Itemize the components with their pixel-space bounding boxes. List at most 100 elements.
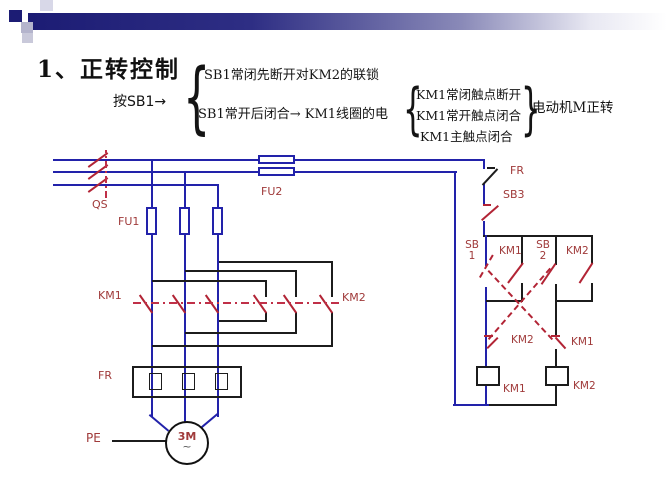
decor-square-lavender (21, 22, 33, 33)
km1-nc-label: KM1 (571, 336, 594, 348)
motor-phase-symbol: ~ (182, 440, 192, 453)
sb3-tick (483, 204, 491, 206)
km2-loop-bottom-3 (219, 320, 267, 322)
decor-square-navy (9, 10, 22, 22)
power-line-l2 (53, 171, 457, 173)
decor-square-gray (22, 33, 33, 43)
fr-nc-contact (481, 168, 499, 186)
fu2-fuse-2 (258, 167, 295, 176)
sb2-branch-seg1 (555, 235, 557, 265)
km2-branch-upper-1 (265, 280, 267, 297)
ctrl-return-vertical (454, 171, 456, 406)
branch1-line2: SB1常开后闭合→ KM1线圈的电 (198, 107, 389, 122)
fr-ctrl-label: FR (510, 164, 524, 177)
result-text: 电动机M正转 (532, 100, 614, 116)
page-title: 1、正转控制 (37, 56, 181, 83)
km2-loop-top-2 (185, 270, 297, 272)
km1-aux-label: KM1 (499, 245, 522, 257)
fr-main-label: FR (98, 369, 112, 382)
fr-heater-3 (215, 373, 228, 390)
sb2-branch-seg2 (555, 284, 557, 302)
fu1-fuse-3 (212, 207, 223, 235)
ctrl-feed-seg2 (483, 184, 485, 205)
sb1-label-num: 1 (468, 250, 476, 263)
km2-branch-lower-1 (265, 312, 267, 322)
fu2-label: FU2 (261, 185, 283, 198)
motor-label: 3M (177, 430, 197, 443)
km2-loop-top-1 (152, 280, 267, 282)
decor-square-light (40, 0, 53, 11)
motor-lead-3 (217, 398, 219, 417)
motor-lead-diag-1 (148, 414, 170, 432)
km2-branch-lower-2 (295, 312, 297, 334)
sb2-branch-seg3 (555, 301, 557, 335)
ctrl-bottom-black (489, 404, 557, 406)
ctrl-join-right (556, 300, 593, 302)
sb3-label: SB3 (503, 188, 525, 201)
fr-nc-tick (487, 167, 495, 169)
sb1-branch-seg2 (485, 287, 487, 366)
km1-nc-contact (554, 336, 567, 350)
km2-aux-contact (578, 262, 594, 284)
ctrl-join-left (486, 300, 523, 302)
qs-linkage-line (105, 150, 107, 198)
close-brace-2: } (521, 77, 541, 142)
sb3-contact (481, 205, 499, 221)
fr-heater-1 (149, 373, 162, 390)
ctrl-feed-seg3 (483, 221, 485, 237)
motor-lead-2 (184, 398, 186, 424)
km2-main-contact-3 (318, 294, 334, 314)
sb2-label-prefix: SB (536, 239, 550, 251)
fr-relay-box (132, 366, 242, 398)
km2-coil (545, 366, 569, 386)
branch2-line1: KM1常闭触点断开 (416, 87, 522, 102)
km2-main-contact-2 (282, 294, 298, 314)
km1-main-label: KM1 (98, 289, 122, 302)
km2-aux-label: KM2 (566, 245, 589, 257)
power-line-l3 (53, 184, 219, 186)
branch2-line3: KM1主触点闭合 (420, 129, 513, 144)
km2-loop-top-3 (219, 261, 333, 263)
motor-lead-1 (151, 398, 153, 417)
trigger-text: 按SB1→ (113, 94, 167, 110)
km1-aux-contact (507, 262, 524, 284)
sb1-label-prefix: SB (465, 239, 479, 251)
phase1-vertical (151, 159, 153, 400)
phase2-vertical (184, 171, 186, 400)
branch2-line2: KM1常开触点闭合 (416, 108, 522, 123)
km2aux-branch-upper (591, 235, 593, 264)
km2-branch-upper-3 (331, 261, 333, 297)
qs-label: QS (92, 198, 108, 211)
sb2-label-num: 2 (539, 250, 547, 263)
sb2-branch-seg4 (555, 349, 557, 366)
km2aux-branch-lower (591, 283, 593, 302)
km2-loop-bottom-1 (152, 345, 333, 347)
km1-coil (476, 366, 500, 386)
sb2-branch-seg5 (555, 386, 557, 406)
sb1-branch-seg3 (485, 386, 487, 405)
km1-coil-label: KM1 (503, 383, 526, 395)
km2-nc-tick (484, 335, 493, 337)
km2-nc-label: KM2 (511, 334, 534, 346)
fu2-fuse-1 (258, 155, 295, 164)
branch1-line1: SB1常闭先断开对KM2的联锁 (204, 68, 380, 83)
open-brace-1: { (183, 53, 211, 143)
km2-branch-lower-3 (331, 312, 333, 347)
km2-branch-upper-2 (295, 270, 297, 297)
title-gradient-bar (28, 13, 667, 30)
fu1-fuse-2 (179, 207, 190, 235)
open-brace-2: { (403, 77, 423, 142)
km2-main-contact-1 (252, 294, 268, 314)
ctrl-top-rail (483, 235, 593, 237)
pe-label: PE (86, 431, 101, 445)
km1aux-branch-lower (521, 283, 523, 302)
pe-wire (112, 440, 166, 442)
km1aux-branch-upper (521, 235, 523, 264)
km2-coil-label: KM2 (573, 380, 596, 392)
km2-loop-bottom-2 (185, 332, 297, 334)
km1-nc-tick (551, 335, 560, 337)
sb1-branch-seg1 (485, 235, 487, 266)
